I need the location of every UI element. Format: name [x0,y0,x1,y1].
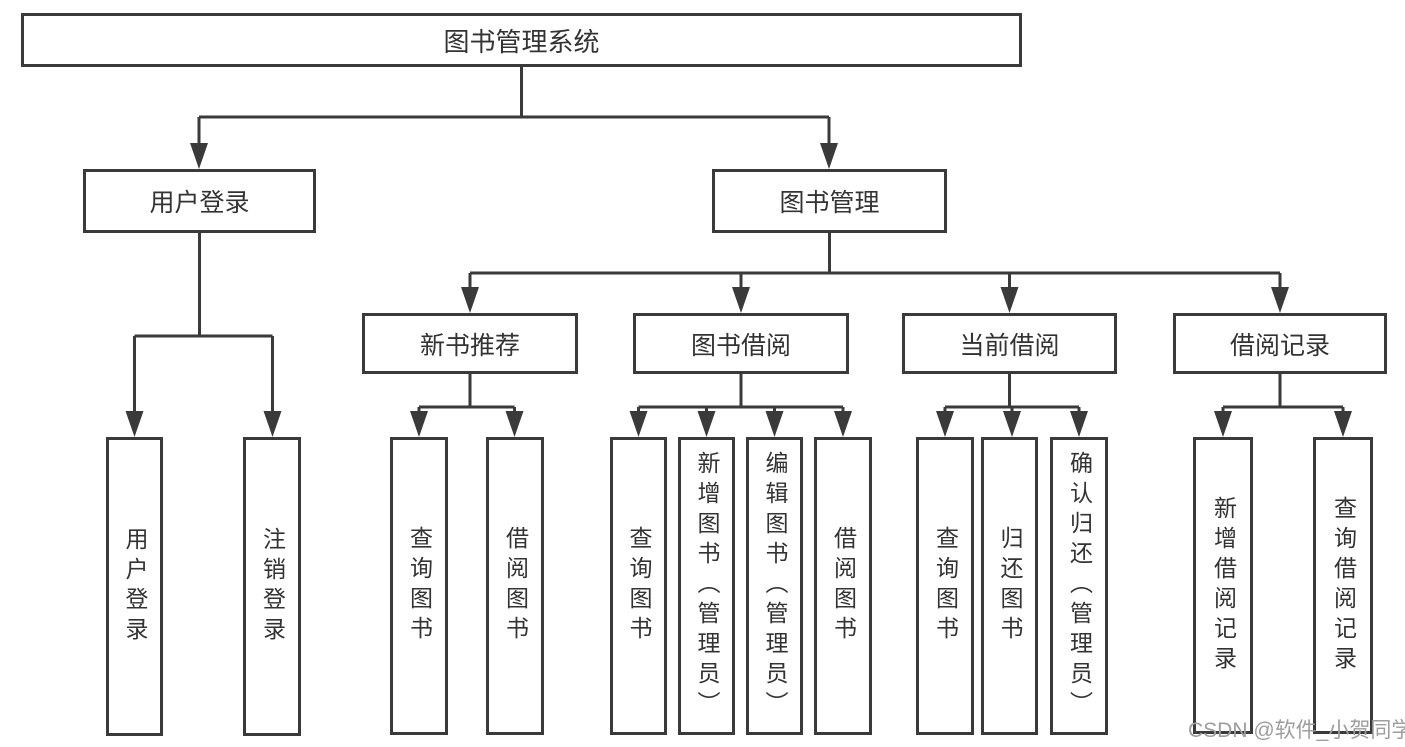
leaf-add-books-admin: 新增图书（管理员） [678,437,735,735]
node-label: 归还图书 [997,526,1023,646]
node-label: 图书管理系统 [443,26,600,57]
leaf-query-books: 查询图书 [916,437,974,735]
leaf-query-books: 查询图书 [610,437,667,735]
node-label: 查询借阅记录 [1330,495,1357,676]
node-label: 新增借阅记录 [1210,495,1237,676]
leaf-query-books: 查询图书 [390,437,448,735]
leaf-add-borrow-record: 新增借阅记录 [1193,437,1253,734]
node-library-management-system: 图书管理系统 [21,13,1022,67]
csdn-watermark: CSDN @软件_小贺同学 [1188,719,1405,742]
node-label: 借阅记录 [1229,331,1330,360]
node-label: 新增图书（管理员） [694,451,720,721]
node-label: 查询图书 [406,526,433,646]
node-label: 当前借阅 [959,331,1060,360]
arrowheads [125,143,1352,437]
node-new-book-recommend: 新书推荐 [362,313,578,374]
leaf-edit-books-admin: 编辑图书（管理员） [746,437,803,735]
node-label: 借阅图书 [502,526,529,646]
node-label: 查询图书 [932,526,959,646]
node-label: 新书推荐 [419,331,520,360]
leaf-logout: 注销登录 [243,437,301,736]
node-label: 确认归还（管理员） [1066,451,1093,721]
leaf-confirm-return-admin: 确认归还（管理员） [1050,437,1108,735]
node-label: 借阅图书 [830,526,857,646]
node-label: 用户登录 [122,526,148,647]
node-label: 注销登录 [259,526,286,647]
leaf-query-borrow-record: 查询借阅记录 [1313,437,1373,734]
node-label: 图书借阅 [690,331,791,360]
leaf-borrow-books: 借阅图书 [486,437,544,735]
node-borrowing-records: 借阅记录 [1173,313,1387,374]
node-label: 编辑图书（管理员） [762,451,788,721]
node-book-management: 图书管理 [712,169,947,233]
leaf-return-books: 归还图书 [981,437,1038,735]
node-book-borrowing: 图书借阅 [633,313,849,374]
leaf-user-login: 用户登录 [106,437,163,736]
node-label: 图书管理 [779,189,880,217]
leaf-borrow-books: 借阅图书 [814,437,872,735]
node-label: 查询图书 [626,526,652,646]
node-label: 用户登录 [149,189,250,217]
node-user-login: 用户登录 [83,169,316,233]
node-current-borrowing: 当前借阅 [902,313,1117,374]
